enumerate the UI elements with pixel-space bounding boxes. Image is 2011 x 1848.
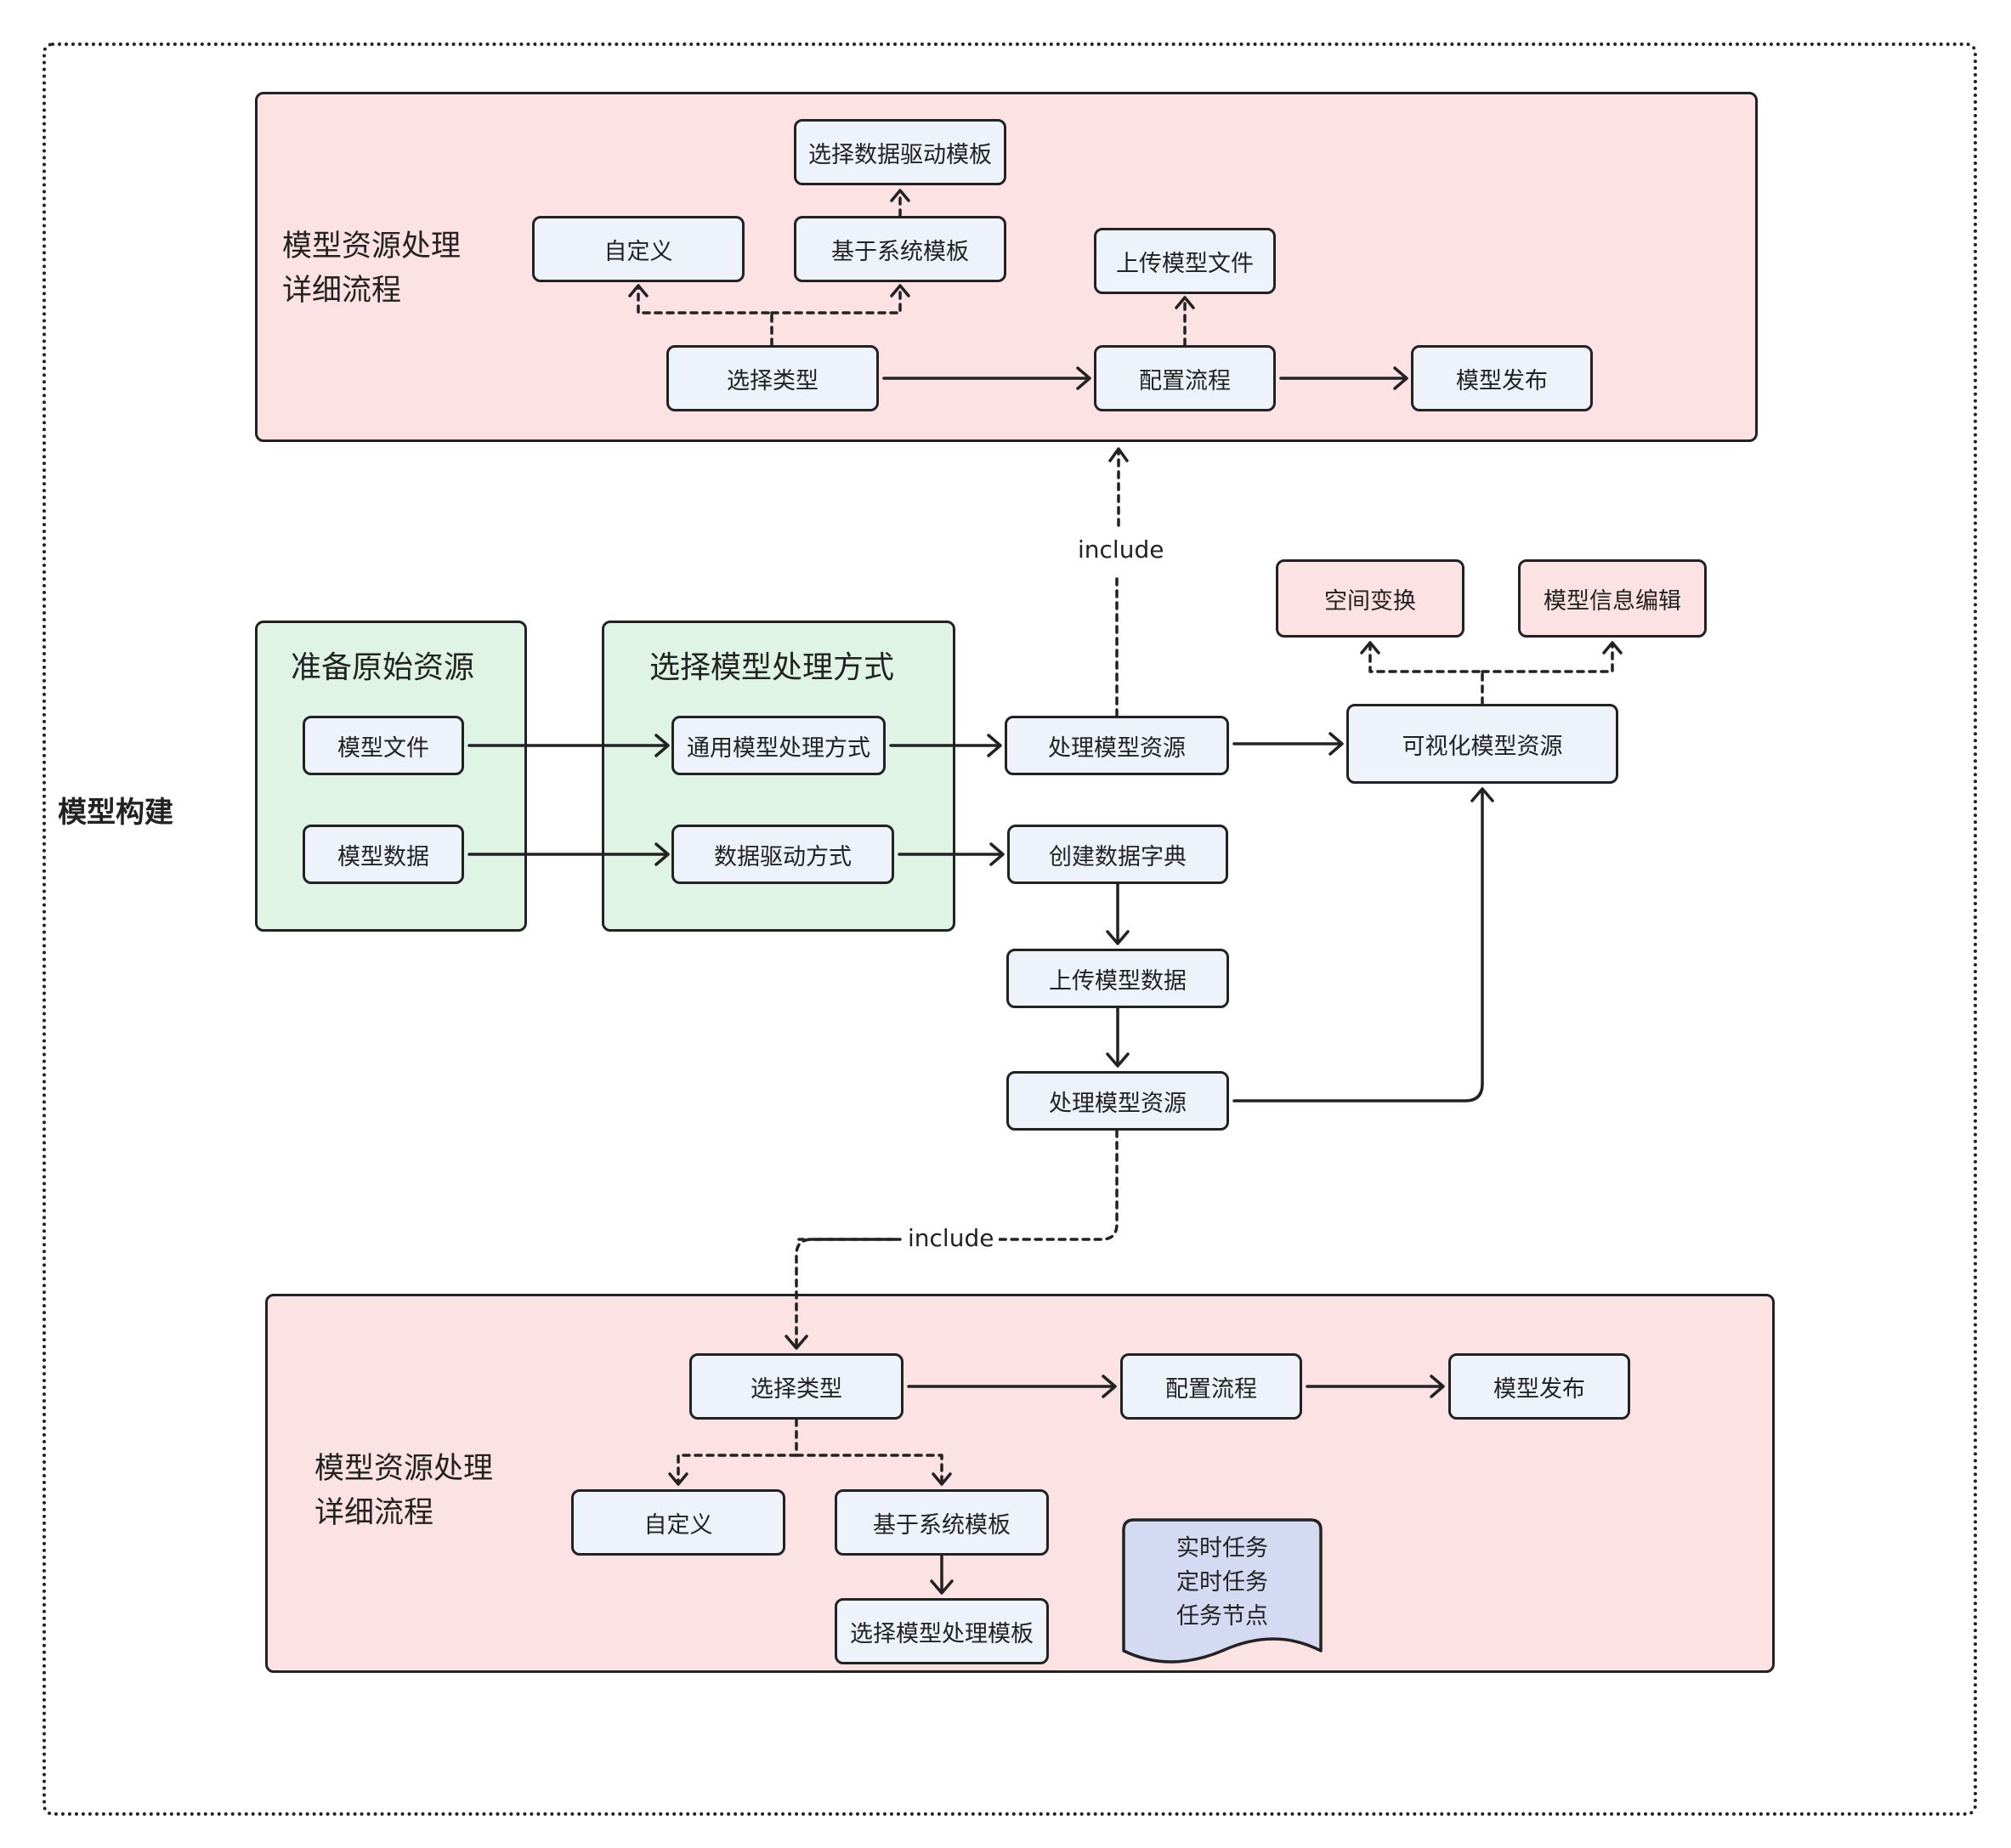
- process-resource-node-2[interactable]: 处理模型资源: [1006, 1071, 1229, 1131]
- bottom-select-type-node[interactable]: 选择类型: [689, 1353, 904, 1420]
- top-model-publish-node[interactable]: 模型发布: [1411, 345, 1593, 411]
- create-data-dictionary-node[interactable]: 创建数据字典: [1007, 825, 1228, 884]
- include-label-bottom: include: [903, 1224, 1000, 1252]
- bottom-custom-node[interactable]: 自定义: [571, 1489, 785, 1556]
- include-label-top: include: [1073, 536, 1170, 564]
- visualize-resource-node[interactable]: 可视化模型资源: [1346, 704, 1618, 784]
- top-panel-title-line1: 模型资源处理: [282, 230, 462, 264]
- bottom-model-publish-node[interactable]: 模型发布: [1448, 1353, 1630, 1420]
- top-panel-title-line2: 详细流程: [282, 274, 402, 308]
- task-document-text: 实时任务 定时任务 任务节点: [1124, 1532, 1321, 1634]
- model-file-node[interactable]: 模型文件: [303, 716, 464, 775]
- top-select-data-driven-template-node[interactable]: 选择数据驱动模板: [794, 119, 1006, 185]
- bottom-panel-title-line2: 详细流程: [314, 1496, 434, 1530]
- data-driven-method-node[interactable]: 数据驱动方式: [671, 825, 894, 884]
- model-data-node[interactable]: 模型数据: [303, 825, 464, 884]
- process-resource-node-1[interactable]: 处理模型资源: [1005, 716, 1229, 775]
- model-info-edit-node[interactable]: 模型信息编辑: [1518, 559, 1707, 638]
- prepare-group-title: 准备原始资源: [291, 650, 475, 685]
- bottom-system-template-node[interactable]: 基于系统模板: [835, 1489, 1049, 1556]
- general-method-node[interactable]: 通用模型处理方式: [671, 716, 886, 775]
- document-line-1: 实时任务: [1176, 1535, 1268, 1562]
- side-label: 模型构建: [58, 796, 173, 830]
- bottom-config-flow-node[interactable]: 配置流程: [1120, 1353, 1302, 1420]
- top-upload-model-file-node[interactable]: 上传模型文件: [1094, 228, 1276, 294]
- top-config-flow-node[interactable]: 配置流程: [1094, 345, 1276, 411]
- top-custom-node[interactable]: 自定义: [532, 216, 745, 282]
- top-system-template-node[interactable]: 基于系统模板: [794, 216, 1006, 282]
- top-select-type-node[interactable]: 选择类型: [666, 345, 879, 411]
- space-transform-node[interactable]: 空间变换: [1276, 559, 1464, 638]
- document-line-3: 任务节点: [1176, 1603, 1268, 1630]
- bottom-select-process-template-node[interactable]: 选择模型处理模板: [835, 1598, 1049, 1664]
- bottom-panel-title-line1: 模型资源处理: [314, 1452, 494, 1486]
- method-group-title: 选择模型处理方式: [649, 650, 895, 685]
- upload-model-data-node[interactable]: 上传模型数据: [1006, 949, 1229, 1008]
- model-build-boundary: [42, 43, 1977, 1816]
- document-line-2: 定时任务: [1176, 1569, 1268, 1596]
